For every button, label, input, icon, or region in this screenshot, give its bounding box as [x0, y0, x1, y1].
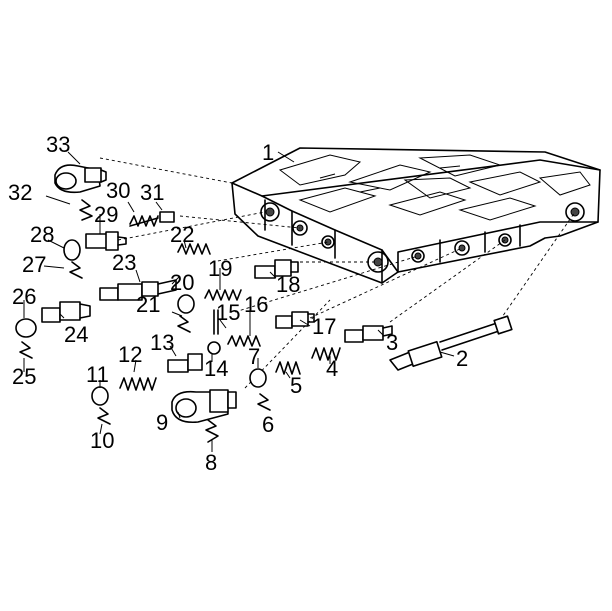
- callout-26: 26: [12, 284, 36, 309]
- valve-31: [159, 211, 175, 223]
- callout-33: 33: [46, 132, 70, 157]
- spring-19: [204, 289, 242, 301]
- callout-28: 28: [30, 222, 54, 247]
- valve-body: [231, 147, 601, 284]
- pin-15: [213, 309, 219, 335]
- spring-22: [177, 243, 211, 255]
- callout-13: 13: [150, 330, 174, 355]
- callout-4: 4: [326, 356, 338, 381]
- callout-7: 7: [248, 344, 260, 369]
- callout-1: 1: [262, 140, 274, 165]
- leader-lines: [23, 151, 455, 452]
- callout-29: 29: [94, 202, 118, 227]
- valve-29: [85, 231, 127, 251]
- callout-20: 20: [170, 270, 194, 295]
- valve-24: [41, 301, 91, 323]
- spring-5: [275, 361, 301, 375]
- valve-2: [389, 315, 513, 371]
- callout-12: 12: [118, 342, 142, 367]
- callout-17: 17: [312, 314, 336, 339]
- callout-19: 19: [208, 256, 232, 281]
- callout-11: 11: [86, 362, 109, 387]
- valve-17: [275, 311, 315, 329]
- plug-11: [91, 386, 109, 406]
- callout-14: 14: [204, 356, 228, 381]
- spring-16: [227, 335, 261, 347]
- spring-30: [129, 215, 159, 227]
- callout-31: 31: [140, 180, 164, 205]
- callout-6: 6: [262, 412, 274, 437]
- callout-27: 27: [22, 252, 46, 277]
- valve-3: [344, 325, 393, 343]
- callout-22: 22: [170, 222, 194, 247]
- callout-5: 5: [290, 373, 302, 398]
- callout-8: 8: [205, 450, 217, 475]
- callout-21: 21: [136, 292, 160, 317]
- callout-18: 18: [276, 272, 300, 297]
- plug-26: [15, 318, 37, 338]
- callout-labels: 1 2 3 4 5 6 7 8 9 10 11 12 13 14 15 16 1…: [8, 132, 468, 475]
- callout-24: 24: [64, 322, 88, 347]
- callout-10: 10: [90, 428, 114, 453]
- solenoid-33: [54, 164, 107, 194]
- spring-12: [119, 377, 157, 391]
- callout-15: 15: [216, 300, 240, 325]
- alignment-lines: [99, 157, 576, 389]
- spring-4: [311, 347, 341, 361]
- valve-13: [167, 353, 203, 373]
- solenoid-9: [171, 389, 237, 424]
- callout-25: 25: [12, 364, 36, 389]
- callout-23: 23: [112, 250, 136, 275]
- callout-30: 30: [106, 178, 130, 203]
- callout-16: 16: [244, 292, 268, 317]
- callout-2: 2: [456, 346, 468, 371]
- retainer-clips: [19, 199, 271, 443]
- plug-14: [207, 341, 221, 355]
- callout-32: 32: [8, 180, 32, 205]
- valve-18: [254, 259, 299, 279]
- valve-23: [99, 279, 177, 301]
- plug-21: [177, 294, 195, 314]
- plug-28: [63, 239, 81, 261]
- callout-9: 9: [156, 410, 168, 435]
- plug-7: [249, 368, 267, 388]
- callout-3: 3: [386, 330, 398, 355]
